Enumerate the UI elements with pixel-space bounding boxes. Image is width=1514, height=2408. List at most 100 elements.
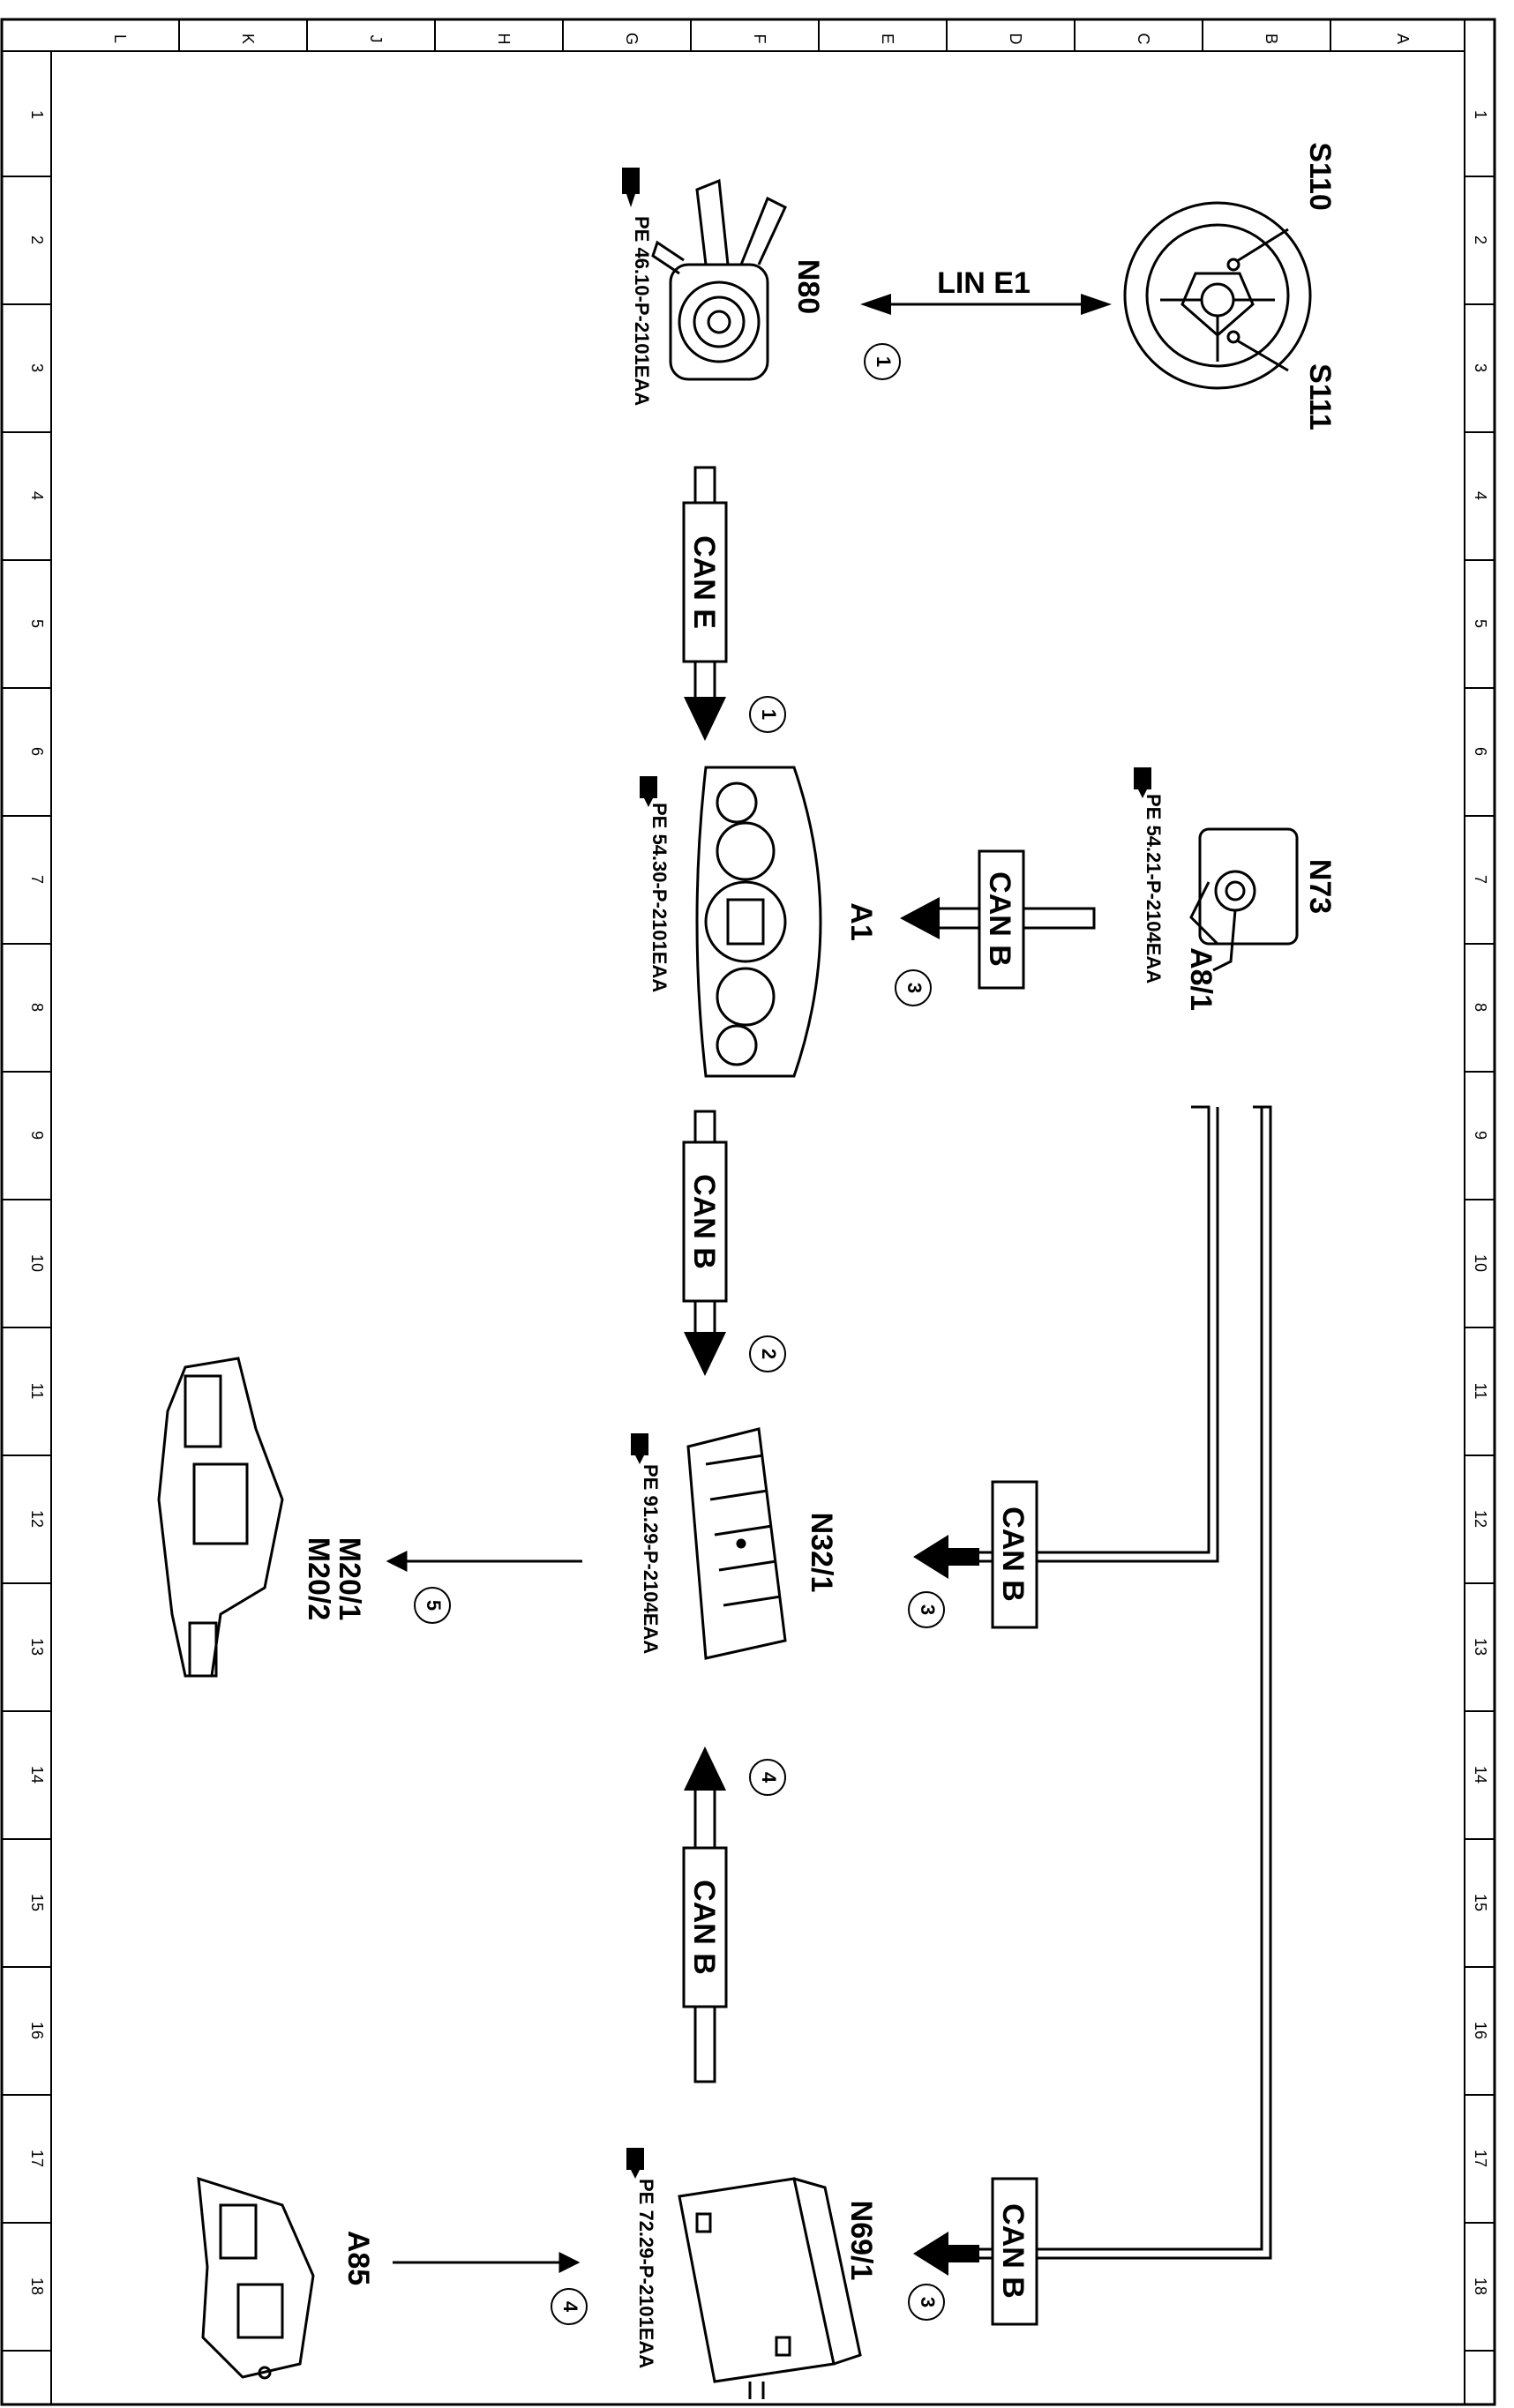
ref-n73: PE 54.21-P-2104EAA [1143,794,1165,983]
grid-col-G: G [623,33,641,45]
label-can-b-lower: CAN B [687,1880,721,1975]
grid-row-11-left: 11 [28,1383,46,1400]
label-a8-1: A8/1 [1184,947,1218,1011]
pointer-hand-icon [631,1433,648,1464]
can-e-link [682,466,728,741]
grid-row-3-left: 3 [28,363,46,372]
grid-column-labels: L K J H G F E D C B A [111,33,1412,45]
step-number-a85: 4 [559,2301,581,2313]
n80-illustration [651,178,787,381]
can-b-wires [971,1105,1272,2260]
label-can-e: CAN E [687,535,721,629]
grid-row-8-right: 8 [1472,1003,1489,1012]
grid-row-18-left: 18 [28,2277,46,2295]
grid-row-9-right: 9 [1472,1131,1489,1140]
label-can-b-n69: CAN B [996,2203,1030,2299]
pointer-hand-icon [622,168,640,207]
step-badge-can-e: 1 [749,696,786,733]
can-b-n32-link [913,1480,1038,1629]
grid-row-5-right: 5 [1472,619,1489,628]
grid-row-14-right: 14 [1472,1766,1489,1784]
step-number-a1-out: 2 [758,1349,780,1359]
label-s110: S110 [1303,142,1337,211]
can-b-lower-link [682,1746,728,2083]
grid-row-16-right: 16 [1472,2022,1489,2039]
grid-row-6-left: 6 [28,747,46,756]
grid-col-D: D [1007,34,1024,45]
grid-row-17-right: 17 [1472,2150,1489,2167]
step-badge-n69-up: 4 [749,1759,786,1796]
label-n69-1: N69/1 [844,2201,878,2281]
grid-row-18-right: 18 [1472,2277,1489,2295]
a85-illustration [197,2176,315,2380]
ref-n32-1: PE 91.29-P-2104EAA [640,1464,662,1654]
step-badge-n69-in: 3 [908,2284,945,2321]
step-number-a1-in: 3 [903,983,926,993]
can-b-a1-link [682,1110,728,1376]
grid-row-14-left: 14 [28,1766,46,1784]
grid-row-16-left: 16 [28,2022,46,2039]
step-number-lin: 1 [873,356,895,367]
label-can-b-a1-in: CAN B [983,871,1016,967]
grid-row-15-right: 15 [1472,1894,1489,1911]
pointer-hand-icon [640,776,657,807]
lin-e1-arrow [860,294,1112,315]
grid-row-3-right: 3 [1472,363,1489,372]
grid-row-1-right: 1 [1472,110,1489,119]
n69-1-illustration [678,2177,862,2399]
grid-col-A: A [1394,34,1412,44]
grid-row-12-right: 12 [1472,1510,1489,1528]
grid-row-13-right: 13 [1472,1638,1489,1656]
ref-n69-1: PE 72.29-P-2101EAA [635,2179,657,2368]
grid-row-13-left: 13 [28,1638,46,1656]
grid-row-5-left: 5 [28,619,46,628]
label-can-b-n32: CAN B [996,1507,1030,1602]
step-badge-lin: 1 [864,343,901,380]
label-m20-1: M20/1 [333,1537,366,1621]
grid-row-11-right: 11 [1472,1383,1489,1400]
drawing-frame [0,18,1496,2406]
grid-col-B: B [1263,34,1280,44]
grid-row-15-left: 15 [28,1894,46,1911]
step-number-m20: 5 [423,1600,445,1611]
pointer-hand-icon [626,2148,644,2179]
steering-wheel-illustration [1123,201,1312,390]
pointer-hand-icon [1134,767,1151,798]
label-n80: N80 [791,259,825,314]
n32-1-illustration [686,1427,787,1660]
grid-col-L: L [111,34,129,43]
label-lin-e1: LIN E1 [937,266,1031,300]
grid-row-4-right: 4 [1472,491,1489,500]
can-b-n73-link [900,849,1096,990]
step-number-n32-in: 3 [917,1604,939,1615]
step-badge-a1-in: 3 [895,969,932,1006]
grid-row-12-left: 12 [28,1510,46,1528]
grid-row-7-left: 7 [28,875,46,884]
step-badge-a1-out: 2 [749,1335,786,1372]
grid-col-C: C [1135,34,1152,45]
step-badge-m20: 5 [414,1587,451,1624]
label-m20-2: M20/2 [302,1537,335,1621]
grid-row-8-left: 8 [28,1003,46,1012]
grid-col-E: E [879,34,896,44]
label-n32-1: N32/1 [805,1513,838,1593]
a1-illustration [695,766,822,1078]
label-s111: S111 [1303,363,1337,430]
n73-illustration [1189,827,1299,972]
grid-row-2-left: 2 [28,236,46,244]
grid-row-1-left: 1 [28,110,46,119]
step-badge-a85: 4 [551,2288,588,2325]
grid-row-10-right: 10 [1472,1254,1489,1272]
grid-row-2-right: 2 [1472,236,1489,244]
label-can-b-a1-out: CAN B [687,1174,721,1269]
grid-row-7-right: 7 [1472,875,1489,884]
label-a85: A85 [341,2231,375,2285]
step-number-n69-in: 3 [917,2297,939,2307]
label-n73: N73 [1303,859,1337,914]
grid-row-17-left: 17 [28,2150,46,2167]
step-badge-n32-in: 3 [908,1591,945,1628]
grid-row-10-left: 10 [28,1254,46,1272]
grid-col-J: J [367,35,385,43]
m20-illustration [157,1357,284,1678]
